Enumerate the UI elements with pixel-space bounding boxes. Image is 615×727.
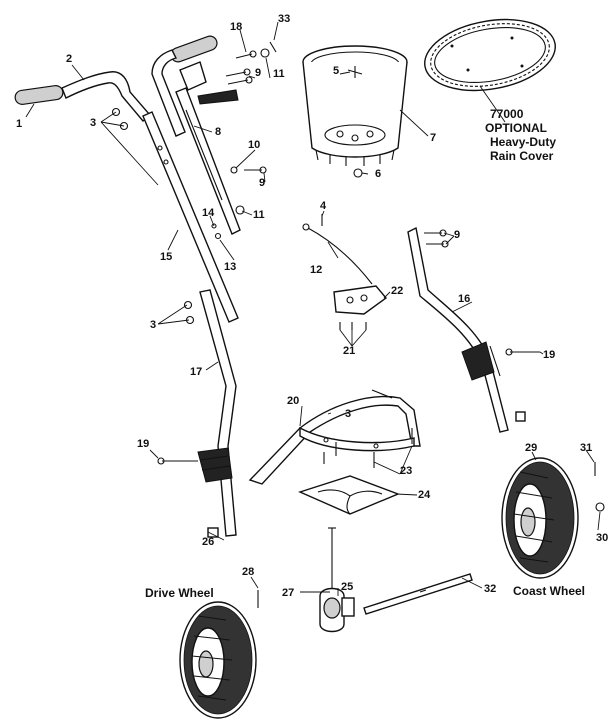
part-number: 3 — [345, 408, 351, 420]
part-number: 31 — [580, 442, 592, 454]
drive-wheel — [179, 601, 257, 719]
coast-wheel-label: Coast Wheel — [513, 584, 585, 598]
rain-cover — [424, 18, 556, 92]
part-number: 3 — [150, 319, 156, 331]
part-number: 28 — [242, 566, 254, 578]
part-number: 33 — [278, 13, 290, 25]
upper-left-tube — [142, 111, 239, 323]
part-number: 13 — [224, 261, 236, 273]
part-number: 23 — [400, 465, 412, 477]
part-number: 19 — [137, 438, 149, 450]
part-number: 29 — [525, 442, 537, 454]
hardware-bolts — [111, 41, 605, 608]
part-number: 3 — [90, 117, 96, 129]
part-number: 12 — [310, 264, 322, 276]
part-number: 25 — [341, 581, 353, 593]
rain-cover-label-line2: Heavy-Duty — [490, 135, 556, 149]
part-number-labels: 1 2 3 3 3 4 5 6 7 8 9 9 9 9 10 11 11 12 … — [16, 13, 608, 599]
rain-cover-part-number: 77000 — [490, 107, 524, 121]
part-number: 9 — [255, 67, 261, 79]
shutoff-plate — [333, 285, 388, 315]
part-number: 9 — [259, 177, 265, 189]
part-number: 2 — [66, 53, 72, 65]
part-number: 1 — [16, 118, 22, 130]
frame-screws — [323, 428, 413, 468]
gearbox — [319, 527, 355, 633]
handle-grip — [14, 85, 64, 105]
control-lever — [175, 61, 241, 235]
part-number: 32 — [484, 583, 496, 595]
right-frame-tube — [407, 226, 526, 433]
hopper — [302, 45, 408, 166]
axle — [363, 573, 473, 615]
right-handle — [151, 35, 218, 137]
part-number: 9 — [454, 229, 460, 241]
part-number: 16 — [458, 293, 470, 305]
part-number: 8 — [215, 126, 221, 138]
part-number: 15 — [160, 251, 172, 263]
drive-wheel-label: Drive Wheel — [145, 586, 214, 600]
coast-wheel — [501, 457, 579, 579]
part-number: 19 — [543, 349, 555, 361]
part-number: 5 — [333, 65, 339, 77]
part-number: 18 — [230, 21, 242, 33]
rain-cover-label-line3: Rain Cover — [490, 149, 554, 163]
part-number: 21 — [343, 345, 355, 357]
lower-left-tube — [197, 289, 237, 537]
part-number: 11 — [273, 68, 285, 80]
part-number: 20 — [287, 395, 299, 407]
part-number: 6 — [375, 168, 381, 180]
left-handle — [61, 71, 151, 122]
part-number: 11 — [253, 209, 265, 221]
spinner — [298, 475, 400, 515]
part-number: 7 — [430, 132, 436, 144]
flow-control-rod — [302, 223, 373, 285]
part-number: 30 — [596, 532, 608, 544]
part-number: 4 — [320, 200, 327, 212]
rain-cover-caption: 77000 OPTIONAL Heavy-Duty Rain Cover — [485, 107, 556, 163]
leader-lines — [25, 21, 601, 596]
part-number: 17 — [190, 366, 202, 378]
rain-cover-optional: OPTIONAL — [485, 121, 547, 135]
part-number: 27 — [282, 587, 294, 599]
part-number: 26 — [202, 536, 214, 548]
part-number: 10 — [248, 139, 260, 151]
part-number: 14 — [202, 207, 215, 219]
part-number: 22 — [391, 285, 403, 297]
part-number: 24 — [418, 489, 431, 501]
frame-cross — [248, 389, 421, 485]
